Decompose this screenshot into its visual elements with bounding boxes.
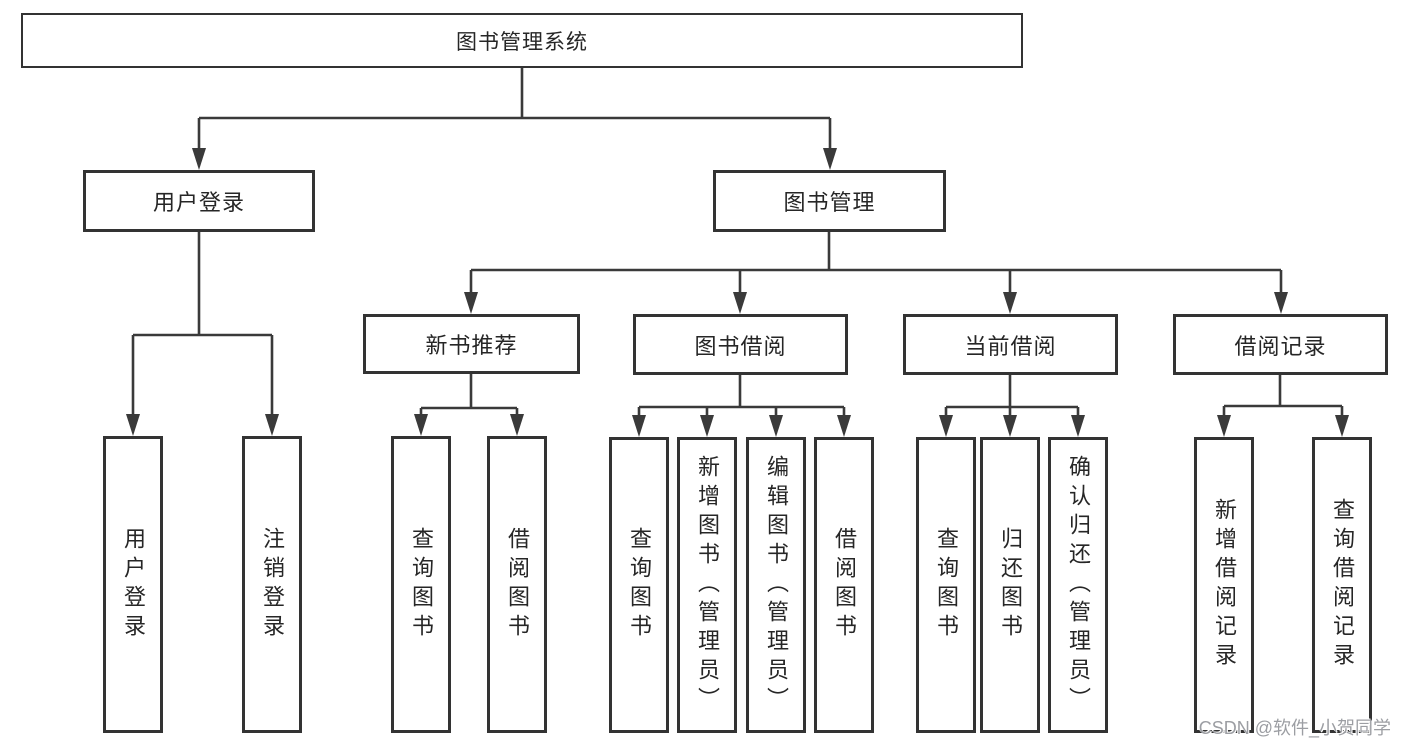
node-book-management: 图书管理 [713,170,946,232]
leaf-borrow-books-borrowing-label: 借阅图书 [832,527,857,643]
leaf-query-books-borrowing: 查询图书 [609,437,669,733]
leaf-query-books-recommend: 查询图书 [391,436,451,733]
leaf-edit-book-admin-label: 编辑图书（管理员） [764,454,789,716]
leaf-query-books-borrowing-label: 查询图书 [627,527,652,643]
leaf-add-borrow-record-label: 新增借阅记录 [1212,498,1237,672]
leaf-query-borrow-record-label: 查询借阅记录 [1330,498,1355,672]
node-user-login-label: 用户登录 [152,190,245,215]
leaf-user-login: 用户登录 [103,436,163,733]
leaf-add-book-admin-label: 新增图书（管理员） [695,454,720,716]
leaf-add-borrow-record: 新增借阅记录 [1194,437,1254,733]
node-root-label: 图书管理系统 [456,30,588,54]
node-new-book-recommend-label: 新书推荐 [425,333,518,358]
leaf-return-book-label: 归还图书 [998,527,1023,643]
leaf-borrow-books-recommend: 借阅图书 [487,436,547,733]
leaf-user-login-label: 用户登录 [121,526,146,643]
csdn-watermark: CSDN @软件_小贺同学 [1198,718,1391,738]
leaf-add-book-admin: 新增图书（管理员） [677,437,737,733]
leaf-logout-label: 注销登录 [260,526,285,643]
node-root: 图书管理系统 [21,13,1023,68]
leaf-query-books-current: 查询图书 [916,437,976,733]
node-current-borrowing: 当前借阅 [903,314,1118,375]
node-borrowing-records: 借阅记录 [1173,314,1388,375]
node-current-borrowing-label: 当前借阅 [964,333,1057,359]
arrowheads [126,148,1349,437]
node-user-login: 用户登录 [83,170,315,232]
node-new-book-recommend: 新书推荐 [363,314,580,374]
node-borrowing-records-label: 借阅记录 [1234,333,1327,359]
leaf-logout: 注销登录 [242,436,302,733]
node-book-management-label: 图书管理 [783,190,876,215]
leaf-borrow-books-borrowing: 借阅图书 [814,437,874,733]
leaf-borrow-books-recommend-label: 借阅图书 [505,526,530,643]
node-book-borrowing: 图书借阅 [633,314,848,375]
leaf-query-books-recommend-label: 查询图书 [409,526,434,643]
leaf-query-borrow-record: 查询借阅记录 [1312,437,1372,733]
leaf-confirm-return-admin: 确认归还（管理员） [1048,437,1108,733]
node-book-borrowing-label: 图书借阅 [694,333,787,359]
leaf-query-books-current-label: 查询图书 [934,527,959,643]
leaf-return-book: 归还图书 [980,437,1040,733]
leaf-confirm-return-admin-label: 确认归还（管理员） [1066,454,1091,716]
leaf-edit-book-admin: 编辑图书（管理员） [746,437,806,733]
